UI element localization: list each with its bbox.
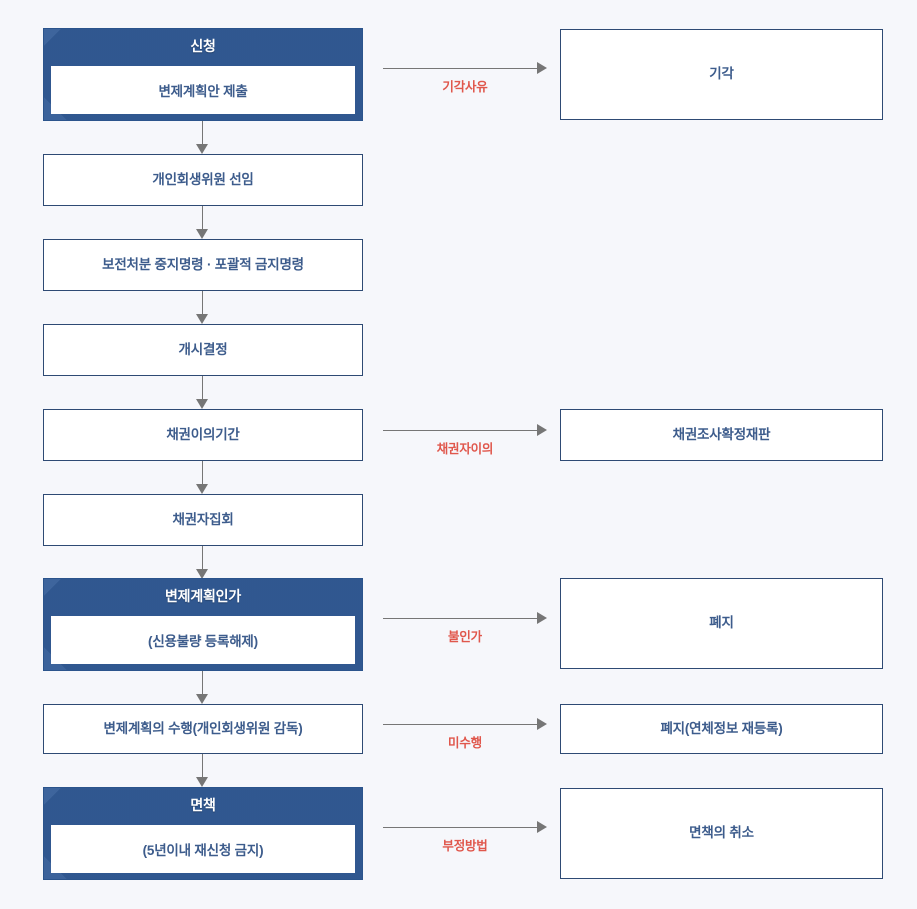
node-commissioner-appointment[interactable]: 개인회생위원 선임 xyxy=(43,154,363,206)
node-plan-approval-subtitle: (신용불량 등록해제) xyxy=(148,634,258,649)
node-application-subtitle: 변제계획안 제출 xyxy=(158,84,248,99)
branch-label-nonperformance: 미수행 xyxy=(448,736,482,750)
node-dismissal-label: 기각 xyxy=(709,66,734,82)
connector-stem xyxy=(202,291,203,314)
node-abolition-rereg[interactable]: 폐지(연체정보 재등록) xyxy=(560,704,883,754)
arrow-head-down-icon xyxy=(196,144,208,154)
connector-stem xyxy=(383,827,537,828)
node-commencement-decision-label: 개시결정 xyxy=(178,341,228,357)
connector-approval-to-execution xyxy=(196,671,209,704)
node-discharge-subtitle: (5년이내 재신청 금지) xyxy=(142,843,264,858)
node-application-subtitle-box: 변제계획안 제출 xyxy=(51,66,355,114)
connector-stem xyxy=(202,546,203,569)
node-plan-approval[interactable]: 변제계획인가 (신용불량 등록해제) xyxy=(43,578,363,671)
node-application[interactable]: 신청 변제계획안 제출 xyxy=(43,28,363,121)
node-plan-execution-label: 변제계획의 수행(개인회생위원 감독) xyxy=(103,720,303,736)
arrow-head-right-icon xyxy=(537,821,547,833)
connector-stem xyxy=(202,376,203,399)
arrow-head-down-icon xyxy=(196,777,208,787)
connector-stem xyxy=(383,430,537,431)
node-preservation-order-label: 보전처분 중지명령 · 포괄적 금지명령 xyxy=(102,256,304,272)
connector-objection-to-determination: 채권자이의 xyxy=(383,424,547,456)
connector-meeting-to-approval xyxy=(196,546,209,579)
node-plan-execution[interactable]: 변제계획의 수행(개인회생위원 감독) xyxy=(43,704,363,754)
node-discharge-revocation[interactable]: 면책의 취소 xyxy=(560,788,883,879)
node-discharge-subtitle-box: (5년이내 재신청 금지) xyxy=(51,825,355,873)
arrow-head-right-icon xyxy=(537,62,547,74)
node-claim-determination-trial-label: 채권조사확정재판 xyxy=(672,426,771,442)
connector-execution-to-discharge xyxy=(196,754,209,787)
connector-stem xyxy=(202,754,203,777)
connector-approval-to-abolition: 불인가 xyxy=(383,612,547,644)
node-claim-determination-trial[interactable]: 채권조사확정재판 xyxy=(560,409,883,461)
node-plan-approval-subtitle-box: (신용불량 등록해제) xyxy=(51,616,355,664)
connector-stem xyxy=(202,671,203,694)
connector-execution-to-abolition-rereg: 미수행 xyxy=(383,718,547,750)
branch-label-dismissal: 기각사유 xyxy=(442,80,488,94)
node-application-title: 신청 xyxy=(190,37,216,54)
connector-commissioner-to-preservation xyxy=(196,206,209,239)
node-claim-objection-period[interactable]: 채권이의기간 xyxy=(43,409,363,461)
node-commissioner-appointment-label: 개인회생위원 선임 xyxy=(152,171,254,187)
connector-stem xyxy=(383,618,537,619)
node-discharge-revocation-label: 면책의 취소 xyxy=(689,825,754,841)
connector-preservation-to-commencement xyxy=(196,291,209,324)
arrow-head-down-icon xyxy=(196,484,208,494)
node-creditors-meeting-label: 채권자집회 xyxy=(172,511,234,527)
connector-application-to-commissioner xyxy=(196,121,209,154)
arrow-head-down-icon xyxy=(196,399,208,409)
connector-application-to-dismissal: 기각사유 xyxy=(383,62,547,94)
node-preservation-order[interactable]: 보전처분 중지명령 · 포괄적 금지명령 xyxy=(43,239,363,291)
node-discharge[interactable]: 면책 (5년이내 재신청 금지) xyxy=(43,787,363,880)
node-commencement-decision[interactable]: 개시결정 xyxy=(43,324,363,376)
arrow-head-down-icon xyxy=(196,314,208,324)
connector-stem xyxy=(202,206,203,229)
connector-discharge-to-revocation: 부정방법 xyxy=(383,821,547,853)
branch-label-claim-objection: 채권자이의 xyxy=(436,442,494,456)
connector-objection-to-meeting xyxy=(196,461,209,494)
connector-stem xyxy=(383,724,537,725)
node-abolition[interactable]: 폐지 xyxy=(560,578,883,669)
arrow-head-down-icon xyxy=(196,229,208,239)
arrow-head-right-icon xyxy=(537,718,547,730)
node-abolition-label: 폐지 xyxy=(709,615,734,631)
connector-stem xyxy=(202,461,203,484)
branch-label-disapproval: 불인가 xyxy=(448,630,482,644)
arrow-head-down-icon xyxy=(196,569,208,579)
node-creditors-meeting[interactable]: 채권자집회 xyxy=(43,494,363,546)
arrow-head-right-icon xyxy=(537,424,547,436)
node-dismissal[interactable]: 기각 xyxy=(560,29,883,120)
node-plan-approval-title: 변제계획인가 xyxy=(164,587,242,604)
node-abolition-rereg-label: 폐지(연체정보 재등록) xyxy=(660,720,783,736)
node-discharge-title: 면책 xyxy=(190,796,216,813)
node-claim-objection-period-label: 채권이의기간 xyxy=(166,426,240,442)
connector-stem xyxy=(202,121,203,144)
arrow-head-down-icon xyxy=(196,694,208,704)
connector-stem xyxy=(383,68,537,69)
arrow-head-right-icon xyxy=(537,612,547,624)
connector-commencement-to-objection xyxy=(196,376,209,409)
branch-label-fraud: 부정방법 xyxy=(442,839,488,853)
